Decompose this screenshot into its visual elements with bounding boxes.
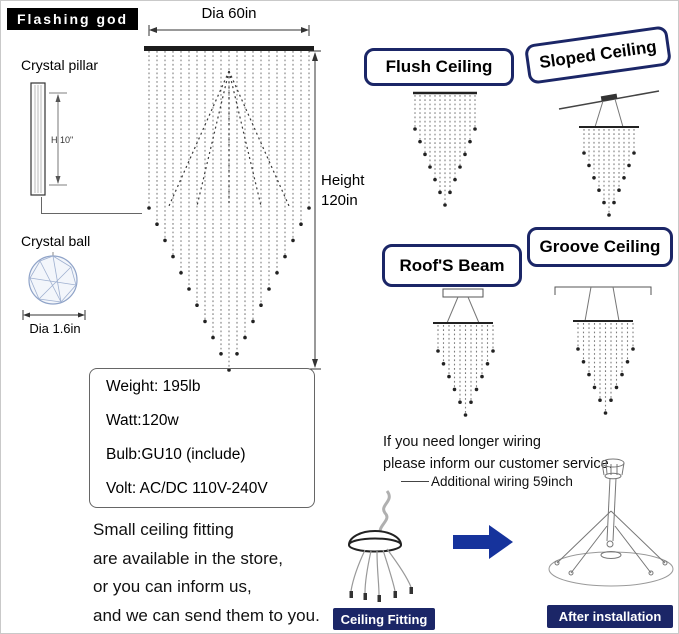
roof-beam-label: Roof'S Beam: [382, 244, 522, 287]
sloped-ceiling-illustration: [558, 90, 660, 217]
spec-volt: Volt: AC/DC 110V-240V: [106, 480, 268, 497]
pillar-connector-line: [41, 197, 142, 214]
flush-ceiling-label: Flush Ceiling: [364, 48, 514, 86]
store-note: Small ceiling fitting are available in t…: [93, 516, 320, 630]
height-label-line2: 120in: [321, 192, 358, 209]
ceiling-fitting-caption: Ceiling Fitting: [333, 608, 435, 630]
spec-weight: Weight: 195lb: [106, 378, 201, 395]
ball-diameter-arrow: [22, 310, 86, 320]
additional-wiring-label: Additional wiring 59inch: [431, 474, 573, 489]
groove-ceiling-illustration: [554, 286, 652, 415]
pillar-height-label: H 10": [51, 135, 73, 145]
ceiling-fitting-illustration: [348, 490, 413, 602]
sloped-ceiling-label: Sloped Ceiling: [523, 25, 673, 85]
spec-bulb: Bulb:GU10 (include): [106, 446, 246, 463]
wiring-notice-line2: please inform our customer service.: [383, 456, 613, 472]
height-arrow: [309, 50, 321, 370]
store-note-line2: are available in the store,: [93, 548, 283, 568]
roof-beam-illustration: [433, 288, 495, 417]
crystal-pillar-illustration: H 10": [30, 82, 73, 196]
groove-ceiling-label: Groove Ceiling: [527, 227, 673, 267]
store-note-line1: Small ceiling fitting: [93, 520, 234, 539]
crystal-ball-illustration: [28, 252, 78, 305]
wiring-notice-line1: If you need longer wiring: [383, 434, 541, 450]
brand-logo: Flashing god: [7, 8, 139, 30]
crystal-pillar-label: Crystal pillar: [21, 57, 99, 73]
store-note-line4: and we can send them to you.: [93, 605, 320, 625]
diameter-label: Dia 60in: [201, 5, 257, 22]
wiring-notice: If you need longer wiring please inform …: [383, 431, 613, 475]
spec-watt: Watt:120w: [106, 412, 179, 429]
after-installation-illustration: [548, 458, 674, 587]
store-note-line3: or you can inform us,: [93, 577, 252, 596]
flush-ceiling-illustration: [413, 91, 477, 207]
main-chandelier-illustration: [144, 46, 314, 372]
height-label: Height 120in: [321, 171, 364, 211]
ball-diameter-label: Dia 1.6in: [29, 321, 81, 336]
after-installation-caption: After installation: [547, 605, 673, 628]
diameter-arrow: [148, 25, 310, 36]
additional-wiring-leader-line: [401, 481, 429, 482]
height-label-line1: Height: [321, 172, 365, 189]
specs-box: Weight: 195lb Watt:120w Bulb:GU10 (inclu…: [89, 368, 315, 508]
right-arrow-icon: [453, 525, 513, 559]
crystal-ball-label: Crystal ball: [21, 233, 91, 249]
bead-pyramid: [168, 70, 290, 207]
